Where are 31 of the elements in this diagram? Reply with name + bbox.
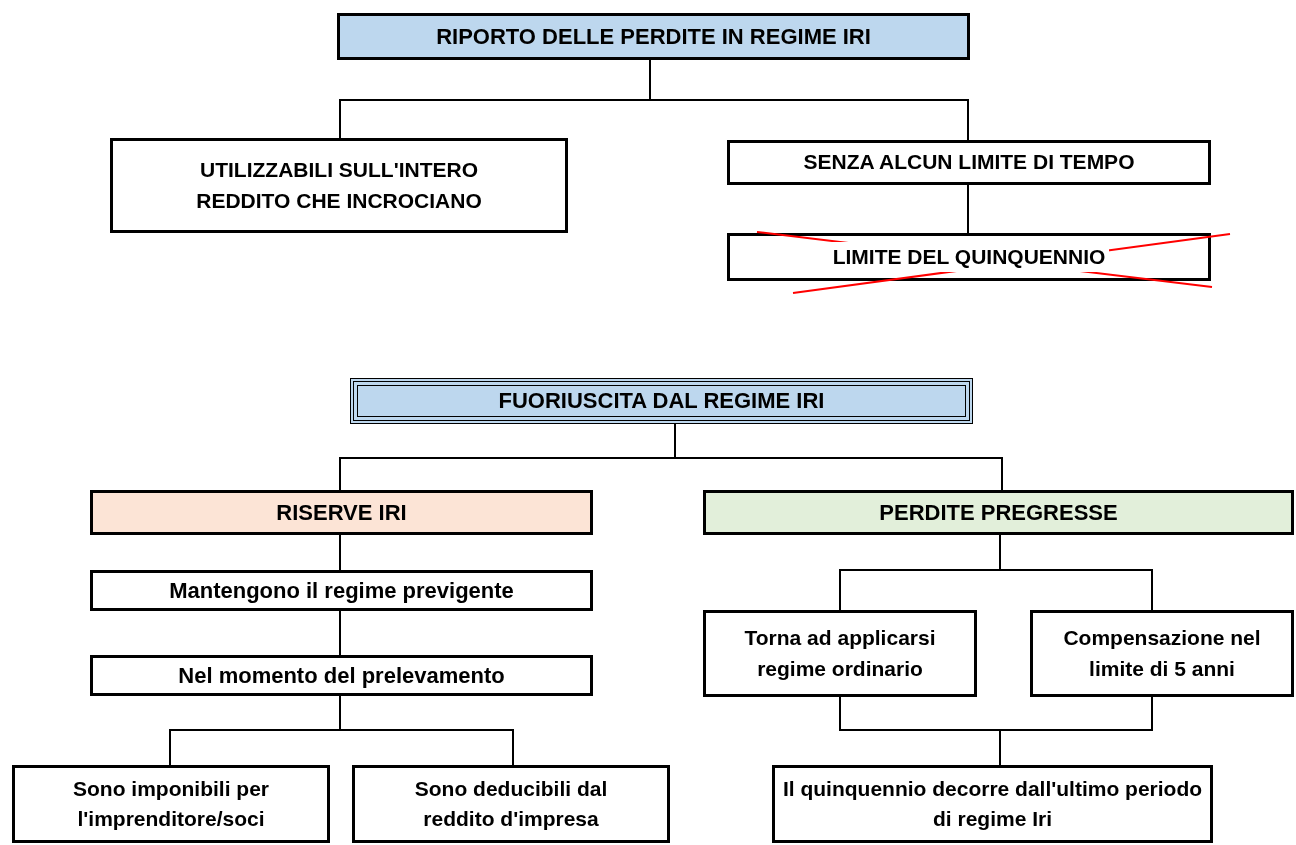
text-box bbox=[12, 765, 330, 843]
text-box bbox=[1030, 610, 1294, 697]
box-label: SENZA ALCUN LIMITE DI TEMPO bbox=[803, 149, 1135, 176]
category-box bbox=[90, 490, 593, 535]
title-box bbox=[337, 13, 970, 60]
box-label: Compensazione nel limite di 5 anni bbox=[1062, 625, 1262, 682]
text-box bbox=[703, 610, 977, 697]
text-box bbox=[90, 570, 593, 611]
box-label: RIPORTO DELLE PERDITE IN REGIME IRI bbox=[436, 22, 871, 51]
connector-line bbox=[339, 610, 341, 656]
text-box bbox=[90, 655, 593, 696]
category-box bbox=[703, 490, 1294, 535]
connector-line bbox=[967, 184, 969, 234]
connector-line bbox=[339, 534, 341, 571]
connector-line bbox=[339, 695, 514, 766]
title-box bbox=[350, 378, 973, 424]
box-label: Torna ad applicarsi regime ordinario bbox=[743, 625, 937, 682]
box-label: PERDITE PREGRESSE bbox=[879, 498, 1118, 527]
box-label: RISERVE IRI bbox=[276, 498, 407, 527]
box-label: Nel momento del prelevamento bbox=[178, 661, 505, 690]
text-box bbox=[352, 765, 670, 843]
box-label: Mantengono il regime previgente bbox=[169, 576, 514, 605]
box-label: Sono deducibili dal reddito d'impresa bbox=[413, 775, 609, 832]
box-label: UTILIZZABILI SULL'INTERO REDDITO CHE INCROCIANO bbox=[195, 157, 483, 214]
box-label: FUORIUSCITA DAL REGIME IRI bbox=[498, 387, 825, 416]
connector-line bbox=[999, 696, 1153, 766]
box-label: Il quinquennio decorre dall'ultimo periodo di regime Iri bbox=[782, 775, 1203, 832]
text-box bbox=[110, 138, 568, 233]
text-box bbox=[727, 140, 1211, 185]
text-box bbox=[772, 765, 1213, 843]
box-label: Sono imponibili per l'imprenditore/soci bbox=[72, 775, 270, 832]
